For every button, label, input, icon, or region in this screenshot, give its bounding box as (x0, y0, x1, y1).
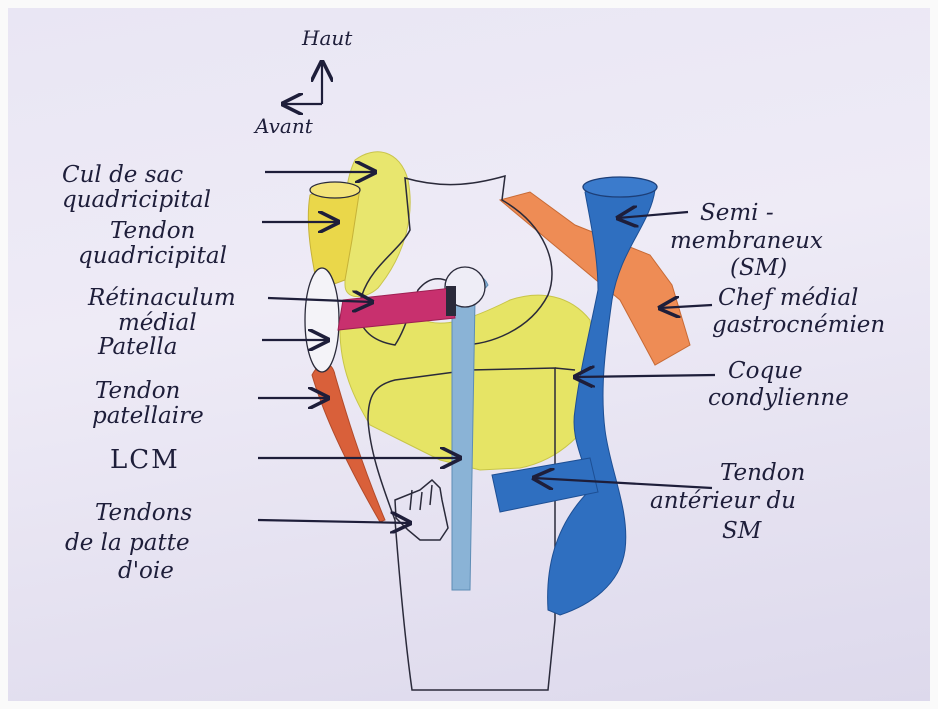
label-retinaculum-medial: Rétinaculum médial (87, 285, 243, 336)
label-patte-oie: Tendons de la patte d'oie (65, 500, 199, 584)
label-semi-membraneux: Semi - membraneux (SM) (670, 200, 830, 281)
label-tendon-patellaire: Tendon patellaire (92, 378, 204, 429)
label-avant: Avant (253, 114, 314, 138)
label-tendon-quadricipital: Tendon quadricipital (78, 218, 227, 269)
label-coque-condylienne: Coque condylienne (708, 358, 849, 411)
patella-bone (305, 268, 339, 372)
label-gastrocnemien: Chef médial gastrocnémien (712, 285, 885, 338)
label-patella: Patella (97, 334, 177, 360)
label-haut: Haut (301, 26, 353, 50)
pes-anserinus-tendons (395, 480, 448, 540)
orientation-icon: Haut Avant (253, 26, 353, 138)
label-lcm: LCM (110, 445, 180, 475)
retinaculum-insertion (446, 286, 456, 316)
label-tendon-anterieur-sm: Tendon antérieur du SM (650, 460, 813, 544)
semimembranosus-cut (583, 177, 657, 197)
label-cul-de-sac: Cul de sac quadricipital (62, 162, 211, 213)
quadriceps-tendon-cut (310, 182, 360, 198)
